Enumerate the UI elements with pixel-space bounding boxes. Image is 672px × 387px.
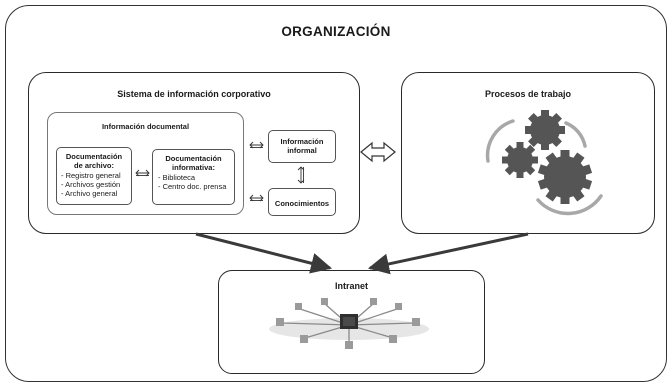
archive-item-general: - Archivo general <box>61 189 118 198</box>
informative-documentation-box: Documentación informativa: - Biblioteca … <box>152 149 235 205</box>
archive-item-gestion: - Archivos gestión <box>61 180 121 189</box>
work-processes-title: Procesos de trabajo <box>484 89 572 99</box>
archive-documentation-box: Documentación de archivo: - Registro gen… <box>56 147 132 205</box>
double-arrow-informal-knowledge <box>297 166 305 184</box>
gears-icon <box>485 110 603 216</box>
corporate-information-system-title: Sistema de información corporativo <box>117 89 271 99</box>
documentary-information-box: Información documental <box>47 112 244 215</box>
informative-item-biblioteca: - Biblioteca <box>158 173 196 182</box>
archive-item-registro: - Registro general <box>61 171 121 180</box>
big-double-arrow <box>360 141 396 163</box>
informative-documentation-title-line1: Documentación <box>165 154 222 163</box>
diagram-title: ORGANIZACIÓN <box>281 24 391 39</box>
knowledge-box: Conocimientos <box>268 188 336 216</box>
informative-item-prensa: - Centro doc. prensa <box>158 182 227 191</box>
arrow-system-to-intranet <box>195 232 333 274</box>
network-illustration <box>269 298 429 349</box>
knowledge-label: Conocimientos <box>274 199 330 208</box>
informative-documentation-title-line2: informativa: <box>172 163 215 172</box>
arrow-processes-to-intranet <box>367 232 529 275</box>
archive-documentation-title-line2: de archivo: <box>73 161 114 170</box>
informal-information-line1: Información <box>280 137 324 146</box>
archive-documentation-title-line1: Documentación <box>65 152 123 161</box>
double-arrow-archive-informative <box>135 169 150 177</box>
double-arrow-documental-informal <box>249 141 264 149</box>
informal-information-line2: informal <box>287 146 317 155</box>
documentary-information-title: Información documental <box>101 122 190 131</box>
double-arrow-documental-knowledge <box>249 194 264 202</box>
intranet-title: Intranet <box>334 281 368 291</box>
informal-information-box: Información informal <box>268 130 336 163</box>
